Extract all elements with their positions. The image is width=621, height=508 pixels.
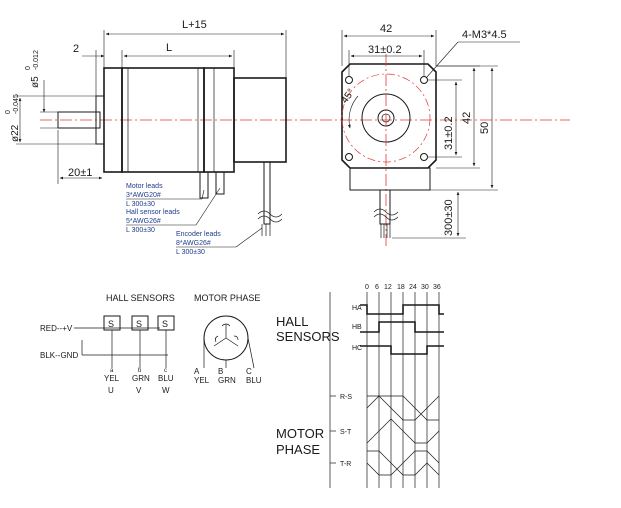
side-view: L+15 L 2 ø5 0 -0.012 ø22 0 -0.045 20±1 M…	[5, 19, 570, 256]
svg-text:0: 0	[365, 284, 369, 291]
svg-text:YEL: YEL	[104, 374, 120, 383]
timing-grid	[329, 292, 440, 488]
svg-text:L 300±30: L 300±30	[126, 201, 155, 208]
svg-text:18: 18	[397, 284, 405, 291]
svg-text:GRN: GRN	[218, 376, 236, 385]
wave-rs	[366, 395, 439, 421]
degree-header: 0 6 12 18 24 30 36	[365, 284, 441, 291]
phase-lead-c: C BLU	[246, 367, 262, 385]
svg-text:8*AWG26#: 8*AWG26#	[176, 240, 211, 247]
dim-lead-length: 300±30	[443, 199, 455, 236]
mount-holes	[345, 76, 428, 161]
svg-text:L 300±30: L 300±30	[176, 249, 205, 256]
hall-title-2: SENSORS	[276, 329, 340, 344]
svg-text:S: S	[162, 319, 168, 329]
svg-text:36: 36	[433, 284, 441, 291]
svg-text:U: U	[108, 386, 114, 395]
timing-diagram: HALL SENSORS MOTOR PHASE 0 6 12 18 24 30…	[276, 284, 444, 488]
svg-text:Motor leads: Motor leads	[126, 183, 163, 190]
wave-rs-2	[367, 395, 440, 421]
blk-gnd-label: BLK--GND	[40, 351, 78, 360]
dim-holes: 4-M3*4.5	[462, 29, 507, 41]
motor-lead-exit	[199, 171, 209, 199]
svg-text:V: V	[136, 386, 142, 395]
svg-text:0: 0	[5, 110, 12, 114]
wave-ha	[360, 304, 444, 315]
svg-text:6: 6	[375, 284, 379, 291]
row-rs: R-S	[340, 394, 352, 401]
row-hb: HB	[352, 324, 362, 331]
dim-width: 42	[380, 23, 392, 35]
dim-shaft-length: 20±1	[68, 167, 92, 179]
encoder-housing	[233, 77, 287, 163]
svg-text:S: S	[108, 319, 114, 329]
hall-title-1: HALL	[276, 314, 309, 329]
hall-sensor-b: S b GRN V	[131, 315, 150, 395]
svg-text:b: b	[138, 368, 142, 374]
hall-leads-note: Hall sensor leads 5*AWG26# L 300±30	[126, 187, 221, 234]
svg-text:GRN: GRN	[132, 374, 150, 383]
dim-boss-dia: ø22	[10, 124, 21, 142]
encoder-lead-exit	[263, 161, 271, 225]
dim-hole-spacing: 31±0.2	[368, 44, 402, 56]
motor-leads-note: Motor leads 3*AWG20# L 300±30	[126, 183, 205, 208]
dim-height: 42	[461, 112, 473, 124]
svg-text:BLU: BLU	[246, 376, 262, 385]
front-lead-exit	[379, 189, 391, 225]
wave-tr-2	[367, 450, 440, 476]
front-view: 42 31±0.2 4-M3*4.5 45° 31±0.2 42 50 300±…	[339, 23, 520, 248]
svg-text:BLU: BLU	[158, 374, 174, 383]
svg-text:a: a	[110, 368, 114, 374]
row-ha: HA	[352, 305, 362, 312]
dim-l: L	[166, 42, 172, 54]
phase-lead-b: B GRN	[218, 367, 236, 385]
front-face	[341, 63, 437, 169]
front-body	[349, 167, 431, 191]
hall-sensor-c: S c BLU W	[157, 315, 175, 395]
svg-text:C: C	[246, 367, 252, 376]
svg-text:B: B	[218, 367, 223, 376]
svg-text:3*AWG20#: 3*AWG20#	[126, 192, 161, 199]
svg-text:L 300±30: L 300±30	[126, 227, 155, 234]
motor-phase-schematic: MOTOR PHASE A YEL B GRN C BLU	[194, 293, 262, 385]
phase-title-2: PHASE	[276, 442, 320, 457]
row-tr: T-R	[340, 461, 351, 468]
phase-lead-a: A YEL	[194, 367, 210, 385]
svg-text:A: A	[194, 367, 200, 376]
hall-sensor-a: S a YEL U	[103, 315, 121, 395]
dim-shaft-dia: ø5	[30, 76, 41, 88]
wave-st	[366, 418, 440, 444]
svg-text:5*AWG26#: 5*AWG26#	[126, 218, 161, 225]
svg-text:Hall sensor leads: Hall sensor leads	[126, 209, 180, 216]
svg-text:-0.045: -0.045	[13, 94, 20, 114]
svg-text:Encoder leads: Encoder leads	[176, 231, 221, 238]
svg-text:c: c	[164, 368, 167, 374]
svg-text:0: 0	[25, 66, 32, 70]
svg-text:-0.012: -0.012	[33, 50, 40, 70]
hall-lead-exit	[215, 171, 225, 195]
wave-hc	[360, 345, 444, 355]
svg-text:12: 12	[384, 284, 392, 291]
shaft	[57, 111, 101, 129]
dim-flange: 2	[73, 43, 79, 55]
row-hc: HC	[352, 345, 362, 352]
dim-vertical-spacing: 31±0.2	[443, 116, 455, 150]
dim-l-plus-15: L+15	[182, 19, 207, 31]
svg-text:24: 24	[409, 284, 417, 291]
hall-sensors-title: HALL SENSORS	[106, 293, 175, 303]
svg-text:S: S	[136, 319, 142, 329]
motor-phase-title: MOTOR PHASE	[194, 293, 260, 303]
hall-sensors-schematic: HALL SENSORS RED--+V BLK--GND S a YEL U …	[40, 293, 175, 395]
svg-text:W: W	[162, 386, 170, 395]
red-vcc-label: RED--+V	[40, 324, 73, 333]
encoder-leads-note: Encoder leads 8*AWG26# L 300±30	[176, 227, 263, 256]
phase-title-1: MOTOR	[276, 426, 324, 441]
wave-hb	[360, 321, 444, 333]
dim-overall: 50	[479, 122, 491, 134]
row-st: S-T	[340, 429, 352, 436]
svg-text:30: 30	[421, 284, 429, 291]
wave-tr	[366, 450, 440, 476]
svg-text:YEL: YEL	[194, 376, 210, 385]
